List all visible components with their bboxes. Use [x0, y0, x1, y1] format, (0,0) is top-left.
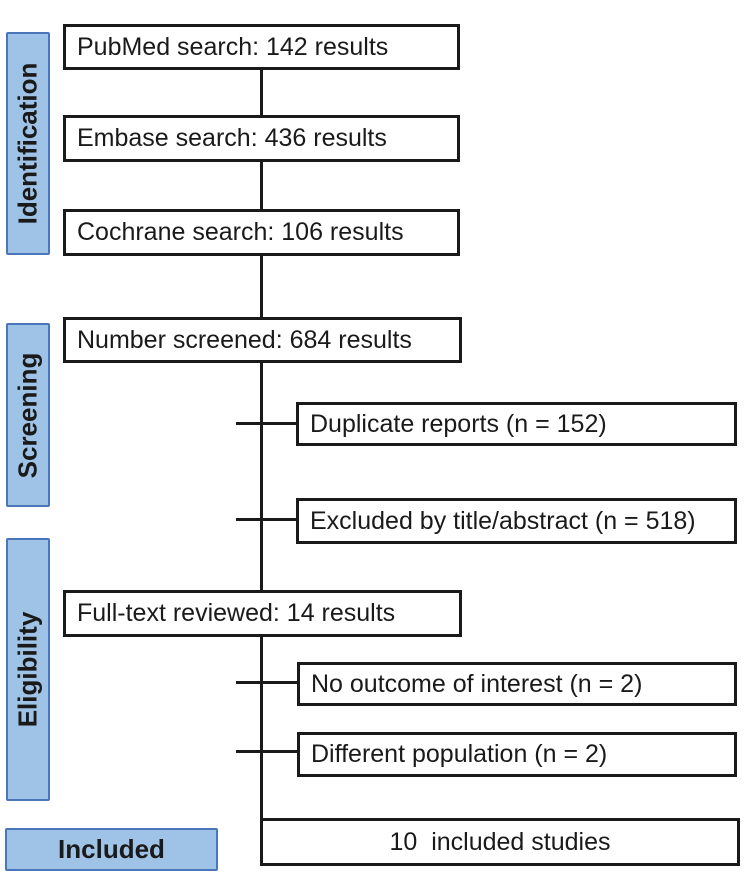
flow-box-screened-label: Number screened: 684 results: [77, 325, 412, 354]
stage-label-screening: Screening: [6, 323, 50, 507]
stage-label-screening-text: Screening: [12, 352, 43, 478]
flow-box-fulltext: Full-text reviewed: 14 results: [63, 590, 462, 637]
flow-box-embase: Embase search: 436 results: [63, 115, 460, 162]
flow-box-included-studies: 10 included studies: [260, 818, 740, 866]
connector-duplicates-line: [236, 422, 298, 425]
connector-excluded-line: [236, 518, 298, 521]
connector-no-outcome-line: [236, 681, 299, 684]
flow-box-excluded-title-abstract-label: Excluded by title/abstract (n = 518): [310, 506, 696, 535]
stage-label-eligibility-text: Eligibility: [12, 611, 43, 728]
flow-box-screened: Number screened: 684 results: [63, 317, 462, 363]
stage-label-included-text: Included: [58, 834, 165, 864]
stage-label-identification: Identification: [6, 32, 50, 255]
flow-box-duplicates-label: Duplicate reports (n = 152): [310, 409, 607, 438]
flow-box-embase-label: Embase search: 436 results: [77, 124, 387, 152]
flow-box-different-population-label: Different population (n = 2): [311, 740, 608, 768]
stage-label-included: Included: [5, 828, 218, 871]
stage-label-identification-text: Identification: [12, 62, 43, 225]
flow-box-pubmed-label: PubMed search: 142 results: [77, 32, 389, 61]
stage-label-eligibility: Eligibility: [6, 538, 50, 801]
flow-box-cochrane-label: Cochrane search: 106 results: [77, 218, 404, 246]
flow-box-no-outcome: No outcome of interest (n = 2): [297, 662, 737, 706]
flow-box-cochrane: Cochrane search: 106 results: [63, 209, 460, 256]
main-vertical-line: [260, 70, 263, 820]
flow-box-pubmed: PubMed search: 142 results: [63, 24, 460, 70]
flow-box-no-outcome-label: No outcome of interest (n = 2): [311, 669, 643, 698]
flow-box-duplicates: Duplicate reports (n = 152): [296, 402, 737, 446]
connector-different-population-line: [236, 750, 299, 753]
flow-box-fulltext-label: Full-text reviewed: 14 results: [77, 599, 396, 627]
flow-box-excluded-title-abstract: Excluded by title/abstract (n = 518): [296, 498, 737, 544]
flow-box-included-studies-label: 10 included studies: [389, 827, 611, 856]
flow-box-different-population: Different population (n = 2): [297, 732, 737, 777]
